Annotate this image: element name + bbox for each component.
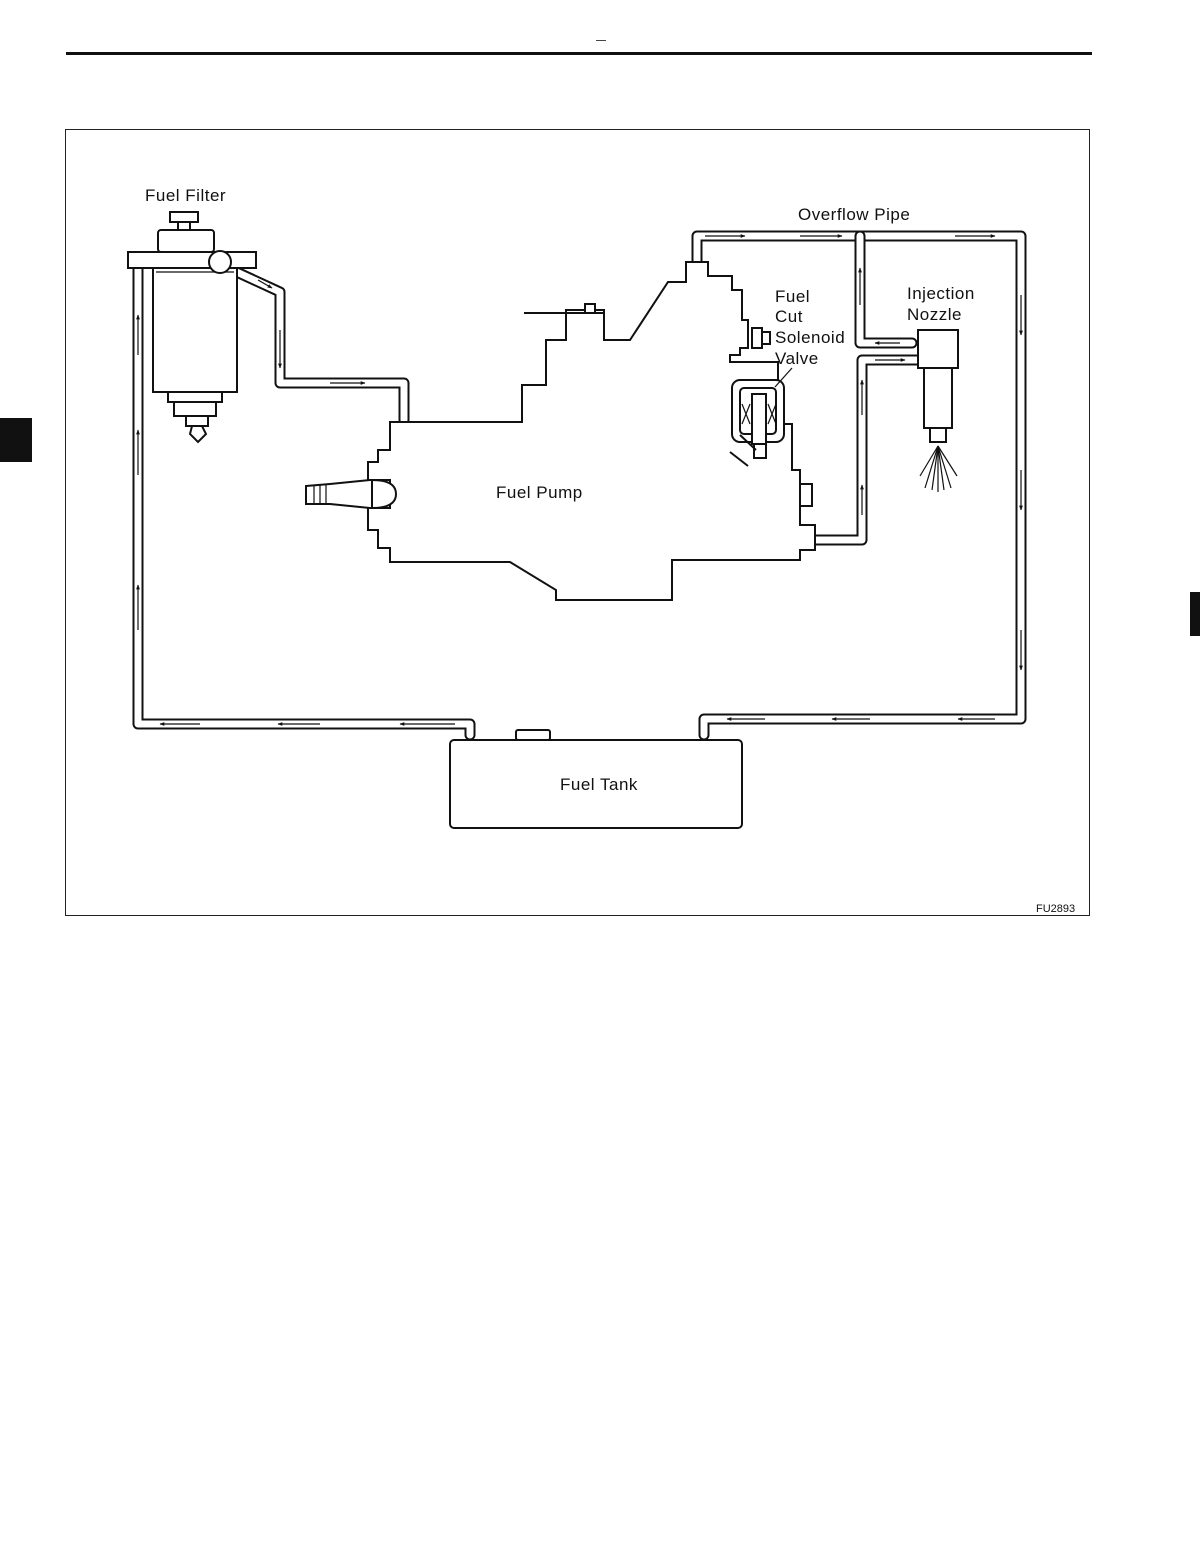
label-fuel-pump: Fuel Pump <box>496 483 583 502</box>
fuel-filter-drawing <box>128 212 256 442</box>
label-injection-line1: Injection <box>907 284 975 303</box>
spray-lines <box>920 446 957 492</box>
label-fuel-cut-line2: Cut <box>775 307 803 326</box>
injection-pipe <box>815 360 918 540</box>
fuel-pump-drawing <box>306 262 815 600</box>
label-fuel-tank: Fuel Tank <box>560 775 638 794</box>
label-injection-line2: Nozzle <box>907 305 962 324</box>
injection-nozzle-drawing <box>918 330 958 492</box>
label-fuel-filter: Fuel Filter <box>145 186 226 205</box>
label-fuel-cut-line4: Valve <box>775 349 819 368</box>
label-fuel-cut-line1: Fuel <box>775 287 810 306</box>
figure-code: FU2893 <box>1036 903 1075 915</box>
label-overflow-pipe: Overflow Pipe <box>798 205 910 224</box>
label-fuel-cut-line3: Solenoid <box>775 328 845 347</box>
